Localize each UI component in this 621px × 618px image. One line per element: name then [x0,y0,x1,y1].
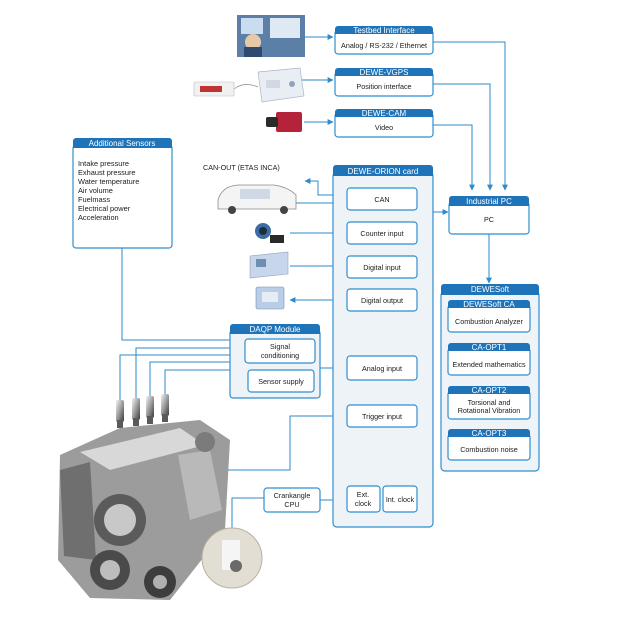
ca-opt2-module: CA-OPT2 Torsional and Rotational Vibrati… [447,386,531,420]
orion-card: DEWE-ORION card [332,165,434,528]
counter-input-block: Counter input [346,221,418,245]
digital-in-label: Digital input [363,263,401,272]
test-vehicle [217,184,297,214]
sensor-item: Acceleration [78,213,119,222]
pc-title: Industrial PC [466,197,512,206]
sensor-item: Water temperature [78,177,139,186]
pressure-sensor [116,400,124,428]
relay-module [255,286,285,310]
trigger-label: Trigger input [362,412,402,421]
counter-label: Counter input [360,229,403,238]
module-body: Extended mathematics [452,360,526,369]
signal-conditioning-block: Signal conditioning [244,338,316,364]
module-title: CA-OPT1 [472,343,507,352]
vgps-title: DEWE-VGPS [360,68,409,77]
sensor-supply-label: Sensor supply [258,377,304,386]
int-clock-block: Int. clock [382,485,418,513]
digital-io-device [249,251,289,279]
vgps-box: DEWE-VGPS Position interface [334,68,434,97]
additional-sensors-panel: Additional Sensors Intake pressure Exhau… [72,138,173,249]
module-body-line2: Rotational Vibration [458,406,521,415]
crank-sensor-closeup [201,527,263,589]
testbed-interface-box: Testbed Interface Analog / RS-232 / Ethe… [334,26,434,55]
display-unit [193,81,259,97]
ca-opt3-module: CA-OPT3 Combustion noise [447,429,531,461]
module-body-line1: Torsional and [468,398,511,407]
can-label: CAN [374,195,389,204]
gps-module [257,67,305,103]
sensor-item: Electrical power [78,204,131,213]
crank-line2: CPU [284,500,299,509]
signal-line1: Signal [270,342,290,351]
pressure-sensor [146,396,154,424]
engine-illustration [58,420,230,600]
module-title: DEWESoft CA [463,300,515,309]
digital-out-label: Digital output [361,296,403,305]
cam-body: Video [375,123,393,132]
analog-in-label: Analog input [362,364,402,373]
cam-title: DEWE-CAM [362,109,407,118]
crankangle-cpu-block: Crankangle CPU [263,487,321,513]
int-clock-label: Int. clock [386,495,415,504]
counter-sensor [255,223,284,243]
vgps-body: Position interface [356,82,411,91]
ext-clock-line1: Ext. [357,490,369,499]
orion-title: DEWE-ORION card [348,167,419,176]
sensor-item: Air volume [78,186,113,195]
sensor-item: Exhaust pressure [78,168,136,177]
dewesoft-panel: DEWESoft [440,284,540,472]
pc-body: PC [484,215,494,224]
can-out-label: CAN-OUT (ETAS INCA) [203,163,280,172]
daqp-title: DAQP Module [250,325,302,334]
pressure-sensor [161,394,169,422]
testbed-photo [237,15,305,57]
ca-opt1-module: CA-OPT1 Extended mathematics [447,343,531,376]
analog-input-block: Analog input [346,355,418,381]
pressure-sensor-icons [116,394,169,428]
sensor-supply-block: Sensor supply [247,369,315,393]
testbed-title: Testbed Interface [353,26,415,35]
ext-clock-line2: clock [355,499,372,508]
module-body: Combustion noise [460,445,518,454]
sensor-item: Intake pressure [78,159,129,168]
crank-line1: Crankangle [274,491,311,500]
digital-output-block: Digital output [346,288,418,312]
sensors-title: Additional Sensors [89,139,156,148]
dewesoft-title: DEWESoft [471,285,510,294]
dewesoft-ca-module: DEWESoft CA Combustion Analyzer [447,300,531,333]
industrial-pc-box: Industrial PC PC [448,196,530,235]
pressure-sensor [132,398,140,426]
trigger-input-block: Trigger input [346,404,418,428]
module-title: CA-OPT2 [472,386,507,395]
ext-clock-block: Ext. clock [346,485,381,513]
can-block: CAN [346,187,418,211]
module-title: CA-OPT3 [472,429,507,438]
module-body: Combustion Analyzer [455,317,524,326]
video-camera [266,112,302,132]
sensor-item: Fuelmass [78,195,110,204]
signal-line2: conditioning [261,351,299,360]
cam-box: DEWE-CAM Video [334,109,434,138]
testbed-body: Analog / RS-232 / Ethernet [341,41,427,50]
digital-input-block: Digital input [346,255,418,279]
